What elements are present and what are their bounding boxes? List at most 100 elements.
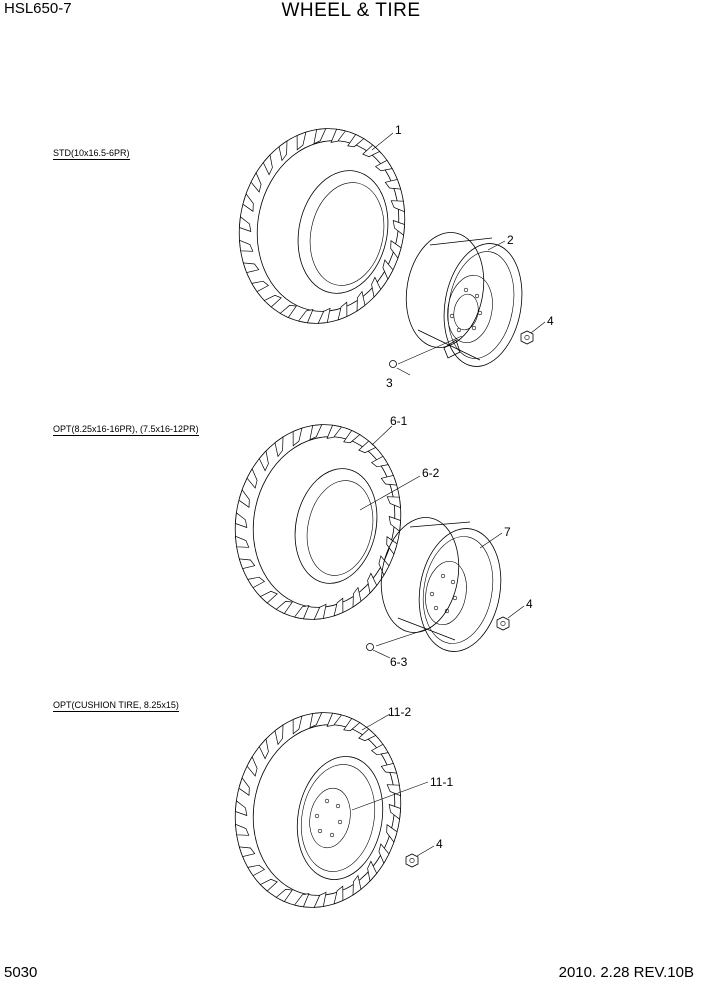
callout-3: 3 — [386, 376, 393, 390]
tread-lug — [370, 743, 389, 756]
tread-lug — [275, 600, 293, 615]
cushion-nut — [405, 853, 419, 868]
tread-lug — [309, 424, 323, 441]
callout-11-2: 11-2 — [388, 705, 411, 719]
opt-rim — [380, 517, 502, 652]
tread-lug — [246, 756, 258, 777]
tread-lug — [275, 888, 293, 903]
tread-lug — [347, 133, 365, 148]
section-label-opt-pneumatic: OPT(8.25x16-16PR), (7.5x16-12PR) — [53, 424, 199, 436]
tread-lug — [356, 290, 366, 312]
callout-4-std: 4 — [547, 314, 554, 328]
tread-lug — [313, 891, 327, 908]
cushion-wheel — [296, 756, 384, 880]
revision-date: 2010. 2.28 REV.10B — [558, 964, 694, 981]
opt-nut — [496, 616, 510, 631]
tread-lug — [390, 200, 405, 213]
tread-lug — [384, 178, 402, 190]
tread-lug — [352, 874, 362, 896]
tread-lug — [292, 715, 303, 735]
tread-lug — [292, 427, 303, 447]
tread-lug — [371, 276, 382, 298]
tread-lug — [238, 558, 256, 570]
tread-lug — [374, 159, 393, 172]
tread-lug — [235, 823, 250, 836]
tread-lug — [352, 586, 362, 608]
tread-lug — [343, 429, 361, 444]
tread-lug — [367, 572, 378, 594]
tread-lug — [250, 172, 262, 193]
tread-lug — [259, 590, 278, 604]
tread-lug — [242, 193, 254, 212]
tread-lug — [262, 154, 273, 176]
section-label-opt-cushion: OPT(CUSHION TIRE, 8.25x15) — [53, 700, 179, 712]
tread-lug — [380, 474, 398, 486]
callout-11-1: 11-1 — [430, 775, 453, 789]
std-valve — [389, 360, 397, 368]
tread-lug — [246, 468, 258, 489]
tread-lug — [358, 728, 377, 742]
tread-lug — [247, 864, 266, 877]
std-nut — [520, 330, 534, 345]
tread-lug — [263, 294, 282, 308]
tread-lug — [378, 843, 390, 864]
tread-lug — [238, 846, 256, 858]
opt-tire — [234, 424, 402, 620]
tread-lug — [313, 128, 327, 145]
tread-lug — [247, 576, 266, 589]
tread-lug — [258, 450, 269, 472]
std-tire — [238, 128, 406, 324]
tread-lug — [238, 489, 250, 508]
tread-lug — [337, 301, 348, 321]
tread-lug — [382, 259, 394, 280]
tread-lug — [326, 712, 343, 727]
tread-lug — [388, 803, 401, 820]
tread-lug — [235, 800, 248, 817]
callout-2: 2 — [507, 233, 514, 247]
page-number: 5030 — [4, 964, 38, 981]
tread-lug — [317, 307, 331, 324]
tread-lug — [392, 219, 405, 236]
opt-valve — [366, 643, 374, 651]
tread-lug — [297, 309, 314, 324]
cushion-tire — [234, 712, 402, 908]
tread-lug — [242, 262, 260, 274]
tread-lug — [251, 280, 270, 293]
callout-6-2: 6-2 — [422, 466, 440, 480]
tread-lug — [313, 603, 327, 620]
tread-lug — [388, 515, 401, 532]
tread-lug — [386, 824, 398, 843]
tread-lug — [258, 738, 269, 760]
callout-6-3: 6-3 — [390, 655, 408, 669]
tread-lug — [274, 724, 284, 746]
callout-4-cushion: 4 — [436, 837, 443, 851]
tread-lug — [362, 144, 381, 158]
model-number: HSL650-7 — [4, 0, 72, 17]
tread-lug — [259, 878, 278, 892]
tread-lug — [293, 605, 310, 620]
tread-lug — [293, 893, 310, 908]
tread-lug — [390, 240, 402, 259]
std-rim — [405, 232, 523, 367]
tread-lug — [333, 885, 344, 905]
tread-lug — [274, 436, 284, 458]
callout-7: 7 — [504, 525, 511, 539]
tread-lug — [370, 455, 389, 468]
tread-lug — [330, 128, 347, 143]
tread-lug — [386, 784, 401, 797]
page-title: WHEEL & TIRE — [281, 0, 421, 21]
tread-lug — [380, 762, 398, 774]
tread-lug — [343, 717, 361, 732]
tread-lug — [279, 304, 297, 319]
tread-lug — [239, 239, 254, 252]
tread-lug — [333, 597, 344, 617]
callout-4-opt: 4 — [526, 597, 533, 611]
section-label-std: STD(10x16.5-6PR) — [53, 148, 130, 160]
tread-lug — [296, 131, 307, 151]
tread-lug — [235, 512, 248, 529]
tread-lug — [386, 536, 398, 555]
tread-lug — [358, 440, 377, 454]
tread-lug — [309, 712, 323, 729]
callout-1: 1 — [395, 123, 402, 137]
